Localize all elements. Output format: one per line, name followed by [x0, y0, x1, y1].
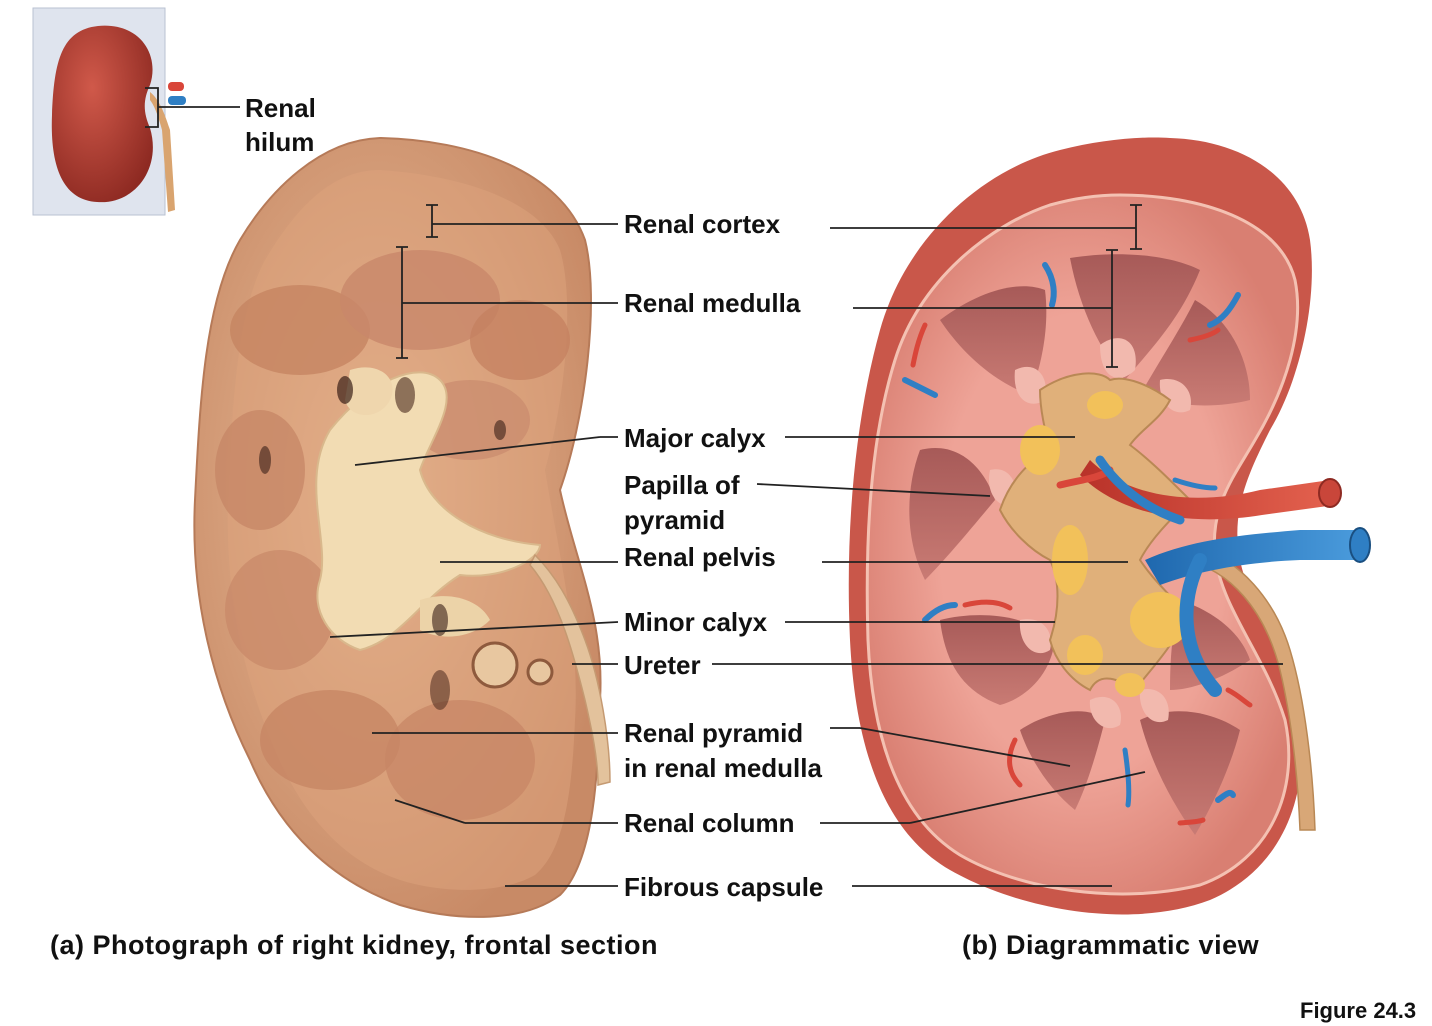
label-renal-hilum-line1: Renal — [245, 93, 316, 123]
label-minor-calyx: Minor calyx — [624, 607, 768, 637]
label-papilla-line2: pyramid — [624, 505, 726, 535]
label-renal-pyramid-line1: Renal pyramid — [624, 718, 804, 748]
label-renal-hilum-line2: hilum — [245, 127, 315, 157]
inset-kidney — [32, 7, 240, 216]
leader-lines — [329, 204, 1283, 887]
label-renal-cortex: Renal cortex — [624, 209, 781, 239]
label-papilla-line1: Papilla of — [624, 470, 740, 500]
diagram-kidney — [848, 137, 1371, 915]
caption-b: (b) Diagrammatic view — [962, 930, 1260, 960]
label-renal-pyramid-line2: in renal medulla — [624, 753, 822, 783]
label-renal-column: Renal column — [624, 808, 795, 838]
label-renal-pelvis: Renal pelvis — [624, 542, 776, 572]
label-renal-medulla: Renal medulla — [624, 288, 801, 318]
label-major-calyx: Major calyx — [624, 423, 766, 453]
label-fibrous-capsule: Fibrous capsule — [624, 872, 824, 902]
figure-number: Figure 24.3 — [1300, 998, 1417, 1023]
label-ureter: Ureter — [624, 650, 701, 680]
caption-a: (a) Photograph of right kidney, frontal … — [50, 930, 659, 960]
photo-kidney-section — [193, 136, 611, 918]
